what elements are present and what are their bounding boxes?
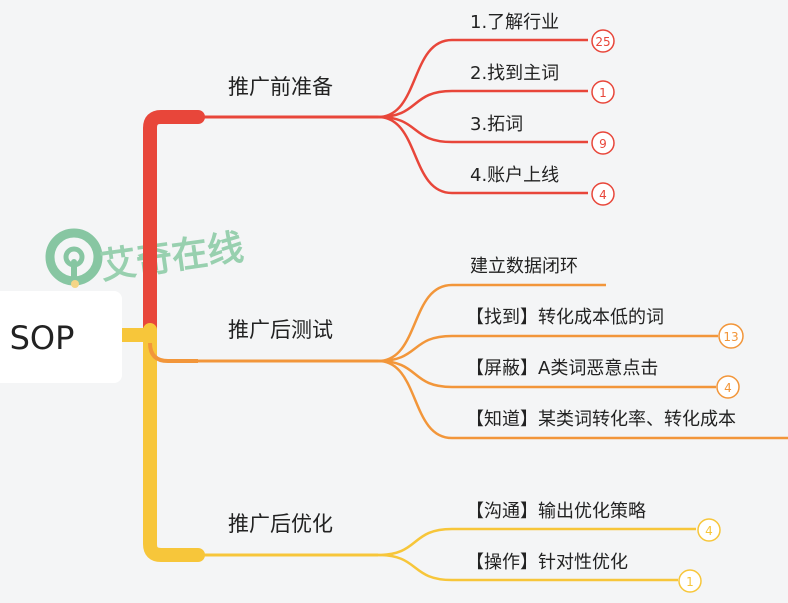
leaf-label: 1.了解行业 bbox=[470, 12, 559, 33]
leaf-2-1[interactable]: 建立数据闭环 bbox=[470, 256, 578, 277]
branch-testing[interactable]: 推广后测试 bbox=[198, 318, 378, 363]
watermark-logo-icon bbox=[45, 228, 103, 288]
branch-optimization[interactable]: 推广后优化 bbox=[198, 512, 378, 557]
leaf-1-2[interactable]: 2.找到主词 1 bbox=[470, 63, 615, 104]
leaf-2-3[interactable]: 【屏蔽】A类词恶意点击 4 bbox=[466, 358, 740, 399]
count-badge: 13 bbox=[718, 323, 744, 349]
trunk-yellow bbox=[143, 323, 205, 562]
count-badge: 4 bbox=[716, 375, 740, 399]
count-badge: 9 bbox=[591, 131, 615, 155]
svg-text:4: 4 bbox=[705, 524, 713, 538]
leaf-label: 建立数据闭环 bbox=[470, 256, 578, 277]
svg-text:13: 13 bbox=[723, 330, 738, 344]
leaf-label: 【操作】针对性优化 bbox=[466, 552, 628, 573]
leaf-label: 【沟通】输出优化策略 bbox=[466, 501, 646, 522]
trunk bbox=[122, 110, 205, 562]
leaf-2-4[interactable]: 【知道】某类词转化率、转化成本 bbox=[466, 409, 736, 430]
branch-label: 推广后优化 bbox=[228, 512, 333, 536]
count-badge: 25 bbox=[591, 29, 615, 53]
trunk-red bbox=[143, 110, 205, 337]
leaf-2-2[interactable]: 【找到】转化成本低的词 13 bbox=[466, 307, 744, 349]
connectors-optimization bbox=[377, 527, 696, 582]
svg-text:25: 25 bbox=[595, 35, 610, 49]
root-node[interactable]: SOP bbox=[0, 291, 122, 383]
svg-text:9: 9 bbox=[599, 137, 607, 151]
branch-preparation[interactable]: 推广前准备 bbox=[198, 75, 378, 119]
root-label: SOP bbox=[10, 319, 75, 357]
connectors-preparation bbox=[377, 38, 588, 195]
leaf-label: 【找到】转化成本低的词 bbox=[466, 307, 664, 328]
count-badge: 4 bbox=[697, 518, 721, 542]
leaf-label: 4.账户上线 bbox=[470, 165, 559, 186]
watermark-text: 艾奇在线 bbox=[98, 227, 246, 288]
leaf-3-2[interactable]: 【操作】针对性优化 1 bbox=[466, 552, 702, 593]
branch-label: 推广前准备 bbox=[228, 75, 333, 99]
leaf-1-4[interactable]: 4.账户上线 4 bbox=[470, 165, 615, 206]
trunk-orange bbox=[148, 342, 198, 363]
leaf-1-1[interactable]: 1.了解行业 25 bbox=[470, 12, 615, 53]
leaf-label: 3.拓词 bbox=[470, 114, 523, 135]
leaf-1-3[interactable]: 3.拓词 9 bbox=[470, 114, 615, 155]
svg-text:4: 4 bbox=[724, 381, 732, 395]
count-badge: 4 bbox=[591, 182, 615, 206]
svg-text:1: 1 bbox=[686, 575, 694, 589]
svg-text:1: 1 bbox=[599, 86, 607, 100]
leaf-label: 2.找到主词 bbox=[470, 63, 559, 84]
count-badge: 1 bbox=[591, 80, 615, 104]
branch-label: 推广后测试 bbox=[228, 318, 333, 342]
leaf-3-1[interactable]: 【沟通】输出优化策略 4 bbox=[466, 501, 721, 542]
leaf-label: 【知道】某类词转化率、转化成本 bbox=[466, 409, 736, 430]
svg-text:4: 4 bbox=[599, 188, 607, 202]
leaf-label: 【屏蔽】A类词恶意点击 bbox=[466, 358, 658, 379]
connectors-testing bbox=[377, 283, 788, 440]
count-badge: 1 bbox=[678, 569, 702, 593]
